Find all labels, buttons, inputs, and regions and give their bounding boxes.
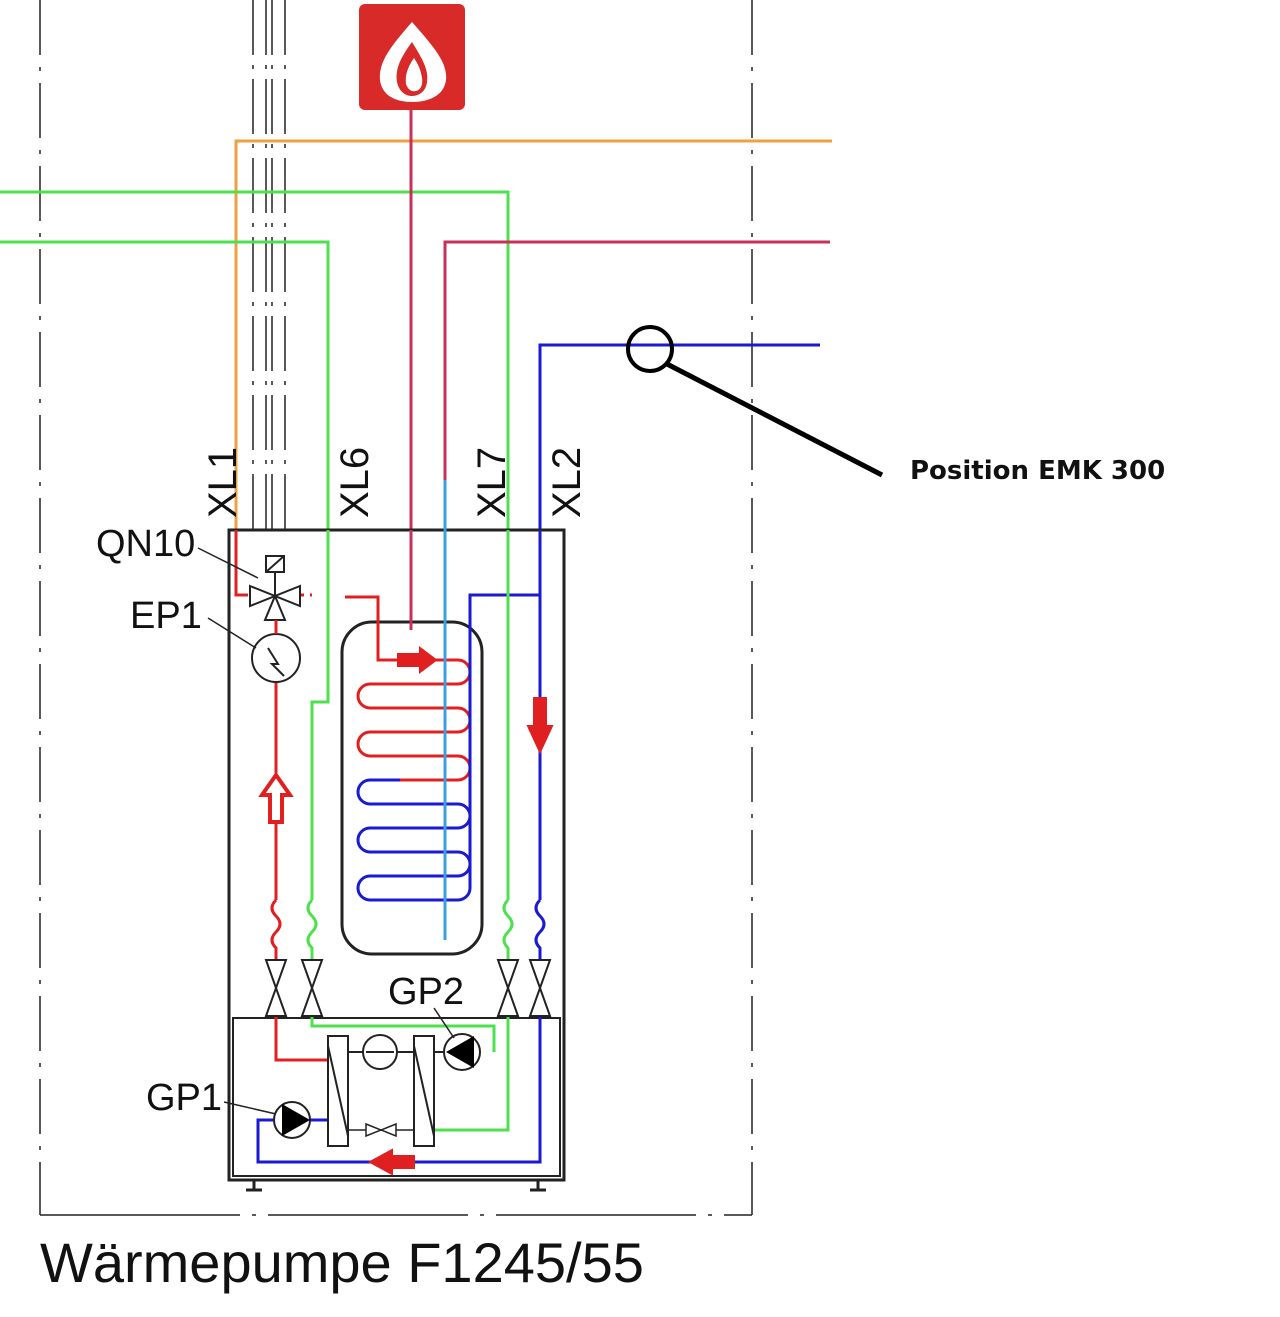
label-gp2: GP2	[388, 971, 464, 1013]
label-xl7: XL7	[470, 447, 514, 518]
label-qn10: QN10	[96, 523, 195, 565]
diagram-title: Wärmepumpe F1245/55	[40, 1231, 644, 1294]
hot-water-tank	[340, 620, 484, 956]
gp2-leader	[433, 1007, 455, 1039]
shutoff-valve-icon	[264, 959, 552, 1017]
heat-exchanger-icon	[327, 1035, 435, 1147]
heat-pump-cabinet	[227, 528, 566, 1192]
external-pipes	[0, 110, 832, 530]
label-ep1: EP1	[130, 595, 202, 637]
label-gp1: GP1	[146, 1077, 222, 1119]
flow-arrow-icon	[258, 646, 554, 1176]
pump-icon	[273, 1101, 311, 1139]
heater-icon	[251, 620, 301, 683]
label-xl6: XL6	[333, 447, 377, 518]
three-way-valve-icon	[249, 555, 301, 621]
label-xl2: XL2	[545, 447, 589, 518]
emk-300-annotation: Position EMK 300	[910, 456, 1165, 486]
gp1-leader	[223, 1101, 277, 1115]
pump-icon	[434, 1033, 481, 1071]
emk-300-marker	[626, 325, 884, 478]
frame-lines	[39, 0, 753, 1216]
label-xl1: XL1	[201, 447, 245, 518]
compressor-icon	[348, 1034, 414, 1070]
qn10-leader	[197, 547, 259, 579]
expansion-valve-icon	[348, 1122, 414, 1138]
ep1-leader	[207, 617, 257, 649]
flame-icon	[359, 4, 465, 110]
